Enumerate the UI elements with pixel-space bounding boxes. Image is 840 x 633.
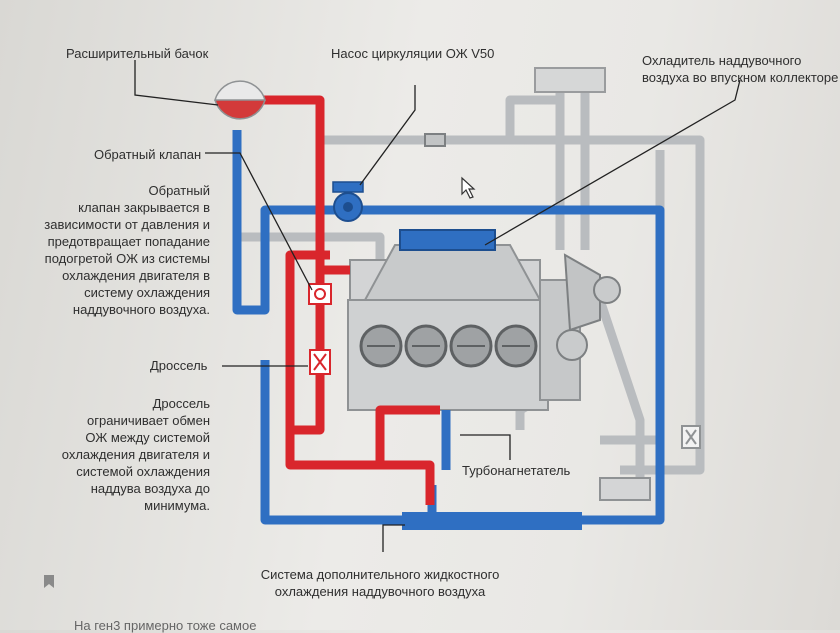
grey-valve <box>424 133 446 147</box>
check-valve-symbol <box>308 283 332 305</box>
footer-caption: На ген3 примерно тоже самое <box>74 618 257 633</box>
mouse-cursor-icon <box>461 176 476 199</box>
leader-lines <box>134 60 741 552</box>
label-check-valve: Обратный клапан <box>94 147 202 162</box>
label-expansion-tank: Расширительный бачок <box>66 46 209 61</box>
throttle-symbol <box>309 349 701 449</box>
label-throttle: Дроссель <box>150 358 208 373</box>
aux-cooler-box <box>402 512 582 530</box>
red-coolant-pipes <box>240 95 440 505</box>
charge-air-cooler-box <box>534 67 606 93</box>
label-turbocharger: Турбонагнетатель <box>462 463 571 478</box>
engine-block <box>347 244 581 411</box>
intake-cooler-box <box>399 229 496 251</box>
aux-cooler-grey-box <box>599 477 651 501</box>
label-charge-air-cooler: Охладитель наддувочного воздуха во впуск… <box>642 53 839 85</box>
turbocharger-unit <box>556 253 621 361</box>
label-pump: Насос циркуляции ОЖ V50 <box>331 46 495 61</box>
label-throttle-desc: Дроссель ограничивает обмен ОЖ между сис… <box>61 396 210 513</box>
label-aux-system: Система дополнительного жидкостного охла… <box>260 567 500 599</box>
label-check-valve-desc: Обратный клапан закрывается в зависимост… <box>44 183 210 317</box>
bookmark-icon[interactable] <box>44 575 54 588</box>
expansion-tank <box>214 80 266 120</box>
pump-v50 <box>332 181 364 222</box>
